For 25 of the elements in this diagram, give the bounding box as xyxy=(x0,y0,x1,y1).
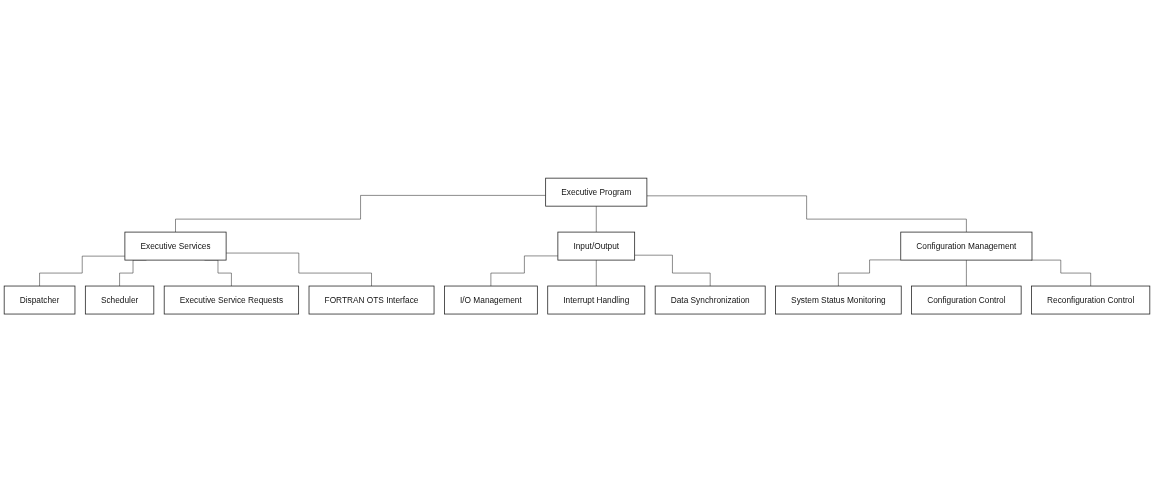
connector xyxy=(39,256,126,287)
node-box: Configuration Control xyxy=(911,286,1022,315)
connector xyxy=(490,256,559,287)
node-box: Configuration Management xyxy=(900,232,1033,261)
node-box: System Status Monitoring xyxy=(775,286,902,315)
node-box: FORTRAN OTS Interface xyxy=(308,286,435,315)
connector xyxy=(838,260,901,287)
connector xyxy=(225,253,372,287)
node-box: Reconfiguration Control xyxy=(1031,286,1151,315)
node-box: Executive Program xyxy=(545,178,648,207)
connector xyxy=(596,206,597,233)
connector xyxy=(634,255,711,287)
node-box: Scheduler xyxy=(84,286,155,315)
node-box: Executive Service Requests xyxy=(163,286,300,315)
connector xyxy=(175,195,546,233)
node-box: Interrupt Handling xyxy=(547,286,646,315)
connector xyxy=(596,260,597,287)
node-box: I/O Management xyxy=(444,286,538,315)
node-box: Input/Output xyxy=(557,232,636,261)
node-box: Dispatcher xyxy=(3,286,76,315)
node-box: Data Synchronization xyxy=(654,286,766,315)
node-box: Executive Services xyxy=(124,232,227,261)
connector xyxy=(966,260,967,287)
connector xyxy=(1030,260,1091,287)
connector xyxy=(646,196,967,233)
